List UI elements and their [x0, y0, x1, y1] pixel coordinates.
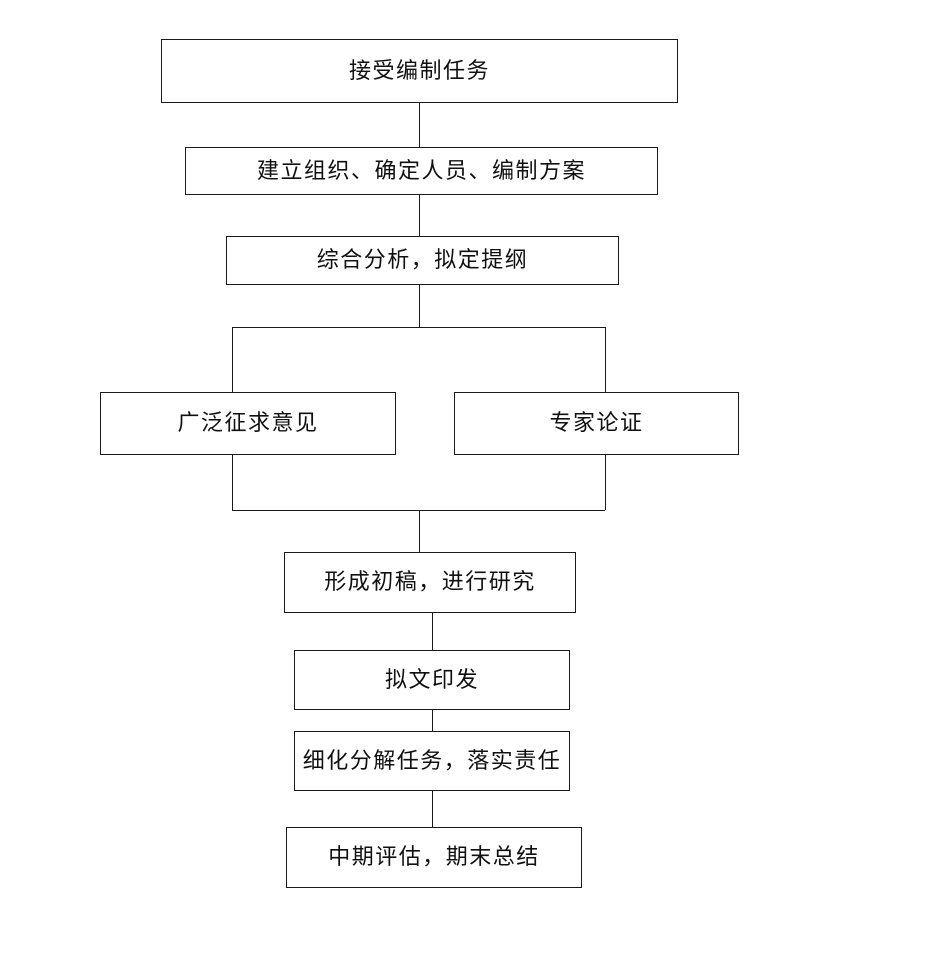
- connector-split-bar: [232, 327, 605, 328]
- node-label-comprehensive-analysis: 综合分析，拟定提纲: [316, 247, 529, 273]
- node-label-decompose-tasks: 细化分解任务，落实责任: [302, 747, 562, 773]
- node-label-draft-and-research: 形成初稿，进行研究: [324, 569, 536, 595]
- node-accept-task[interactable]: 接受编制任务: [161, 39, 678, 103]
- connector-n6-n7: [432, 613, 433, 650]
- node-comprehensive-analysis[interactable]: 综合分析，拟定提纲: [226, 236, 619, 285]
- node-label-establish-organization: 建立组织、确定人员、编制方案: [256, 157, 586, 183]
- node-draft-and-research[interactable]: 形成初稿，进行研究: [284, 552, 576, 613]
- connector-merge-left-riser: [232, 455, 233, 510]
- node-draft-and-issue[interactable]: 拟文印发: [294, 650, 570, 710]
- connector-n1-n2: [419, 103, 420, 147]
- node-solicit-opinions[interactable]: 广泛征求意见: [100, 392, 396, 455]
- node-label-expert-review: 专家论证: [549, 410, 644, 436]
- connector-n2-n3: [419, 195, 420, 236]
- connector-n3-split-stem: [419, 285, 420, 327]
- connector-split-left-drop: [232, 327, 233, 392]
- connector-n7-n8: [432, 710, 433, 731]
- connector-merge-bar: [232, 510, 605, 511]
- node-decompose-tasks[interactable]: 细化分解任务，落实责任: [294, 731, 570, 791]
- connector-merge-n6-stem: [419, 510, 420, 552]
- connector-n8-n9: [432, 791, 433, 827]
- node-establish-organization[interactable]: 建立组织、确定人员、编制方案: [185, 147, 658, 195]
- node-label-draft-and-issue: 拟文印发: [384, 666, 479, 692]
- node-label-accept-task: 接受编制任务: [348, 57, 490, 83]
- node-label-solicit-opinions: 广泛征求意见: [177, 410, 319, 436]
- connector-merge-right-riser: [605, 455, 606, 510]
- node-expert-review[interactable]: 专家论证: [454, 392, 739, 455]
- node-evaluation-summary[interactable]: 中期评估，期末总结: [286, 827, 582, 888]
- node-label-evaluation-summary: 中期评估，期末总结: [328, 844, 540, 870]
- connector-split-right-drop: [605, 327, 606, 392]
